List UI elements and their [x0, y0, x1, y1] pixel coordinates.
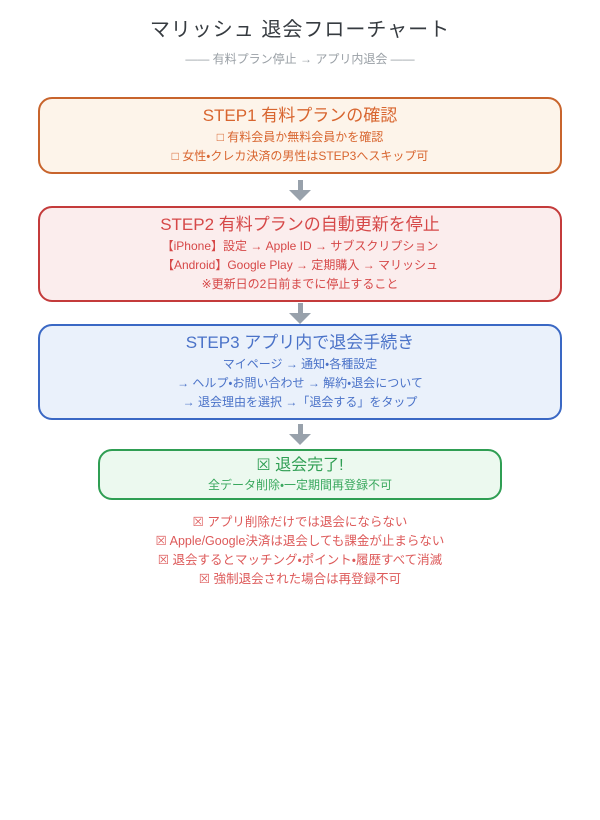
step2-card: STEP2 有料プランの自動更新を停止 【iPhone】設定 → Apple I… [38, 206, 562, 302]
arrow-head [289, 434, 311, 445]
step2-line: ※更新日の2日前までに停止すること [201, 277, 399, 291]
step1-title: STEP1 有料プランの確認 [202, 106, 398, 125]
arrow-head [289, 312, 311, 324]
arrow-head [289, 189, 311, 201]
step1-line: □ 有料会員か無料会員かを確認 [216, 130, 384, 144]
step3-line: → 退会理由を選択 →「退会する」をタップ [182, 395, 418, 409]
warnings-list: ☒ アプリ削除だけでは退会にならない ☒ Apple/Google決済は退会して… [0, 513, 600, 589]
step3-line: → ヘルプ・お問い合わせ → 解約・退会について [177, 376, 423, 390]
step1-line: □ 女性・クレカ決済の男性はSTEP3へスキップ可 [171, 149, 429, 163]
warning-item: ☒ アプリ削除だけでは退会にならない [192, 515, 408, 529]
arrow-down-icon [0, 302, 600, 324]
warning-item: ☒ Apple/Google決済は退会しても課金が止まらない [155, 534, 445, 548]
arrow-down-icon [0, 420, 600, 449]
flowchart: マリッシュ 退会フローチャート —— 有料プラン停止 → アプリ内退会 —— S… [0, 19, 600, 589]
warning-item: ☒ 強制退会された場合は再登録不可 [198, 572, 402, 586]
arrow-down-icon [0, 174, 600, 206]
warning-item: ☒ 退会するとマッチング・ポイント・履歴すべて消滅 [157, 553, 443, 567]
step2-line: 【iPhone】設定 → Apple ID → サブスクリプション [161, 239, 439, 253]
result-card: ☒ 退会完了! 全データ削除・一定期間再登録不可 [98, 449, 502, 500]
step2-title: STEP2 有料プランの自動更新を停止 [160, 215, 440, 234]
arrow-stem [297, 424, 303, 434]
arrow-stem [297, 179, 303, 190]
step1-card: STEP1 有料プランの確認 □ 有料会員か無料会員かを確認 □ 女性・クレカ決… [38, 97, 562, 174]
page-subtitle: —— 有料プラン停止 → アプリ内退会 —— [185, 52, 415, 66]
step3-card: STEP3 アプリ内で退会手続き マイページ → 通知・各種設定 → ヘルプ・お… [38, 324, 562, 420]
step3-title: STEP3 アプリ内で退会手続き [185, 333, 415, 352]
arrow-stem [297, 302, 303, 313]
page-title: マリッシュ 退会フローチャート [149, 19, 451, 41]
result-subtitle: 全データ削除・一定期間再登録不可 [207, 478, 393, 492]
result-title: ☒ 退会完了! [256, 457, 344, 474]
step2-line: 【Android】Google Play → 定期購入 → マリッシュ [161, 258, 439, 272]
flow-steps: STEP1 有料プランの確認 □ 有料会員か無料会員かを確認 □ 女性・クレカ決… [0, 97, 600, 500]
step3-line: マイページ → 通知・各種設定 [222, 357, 378, 371]
